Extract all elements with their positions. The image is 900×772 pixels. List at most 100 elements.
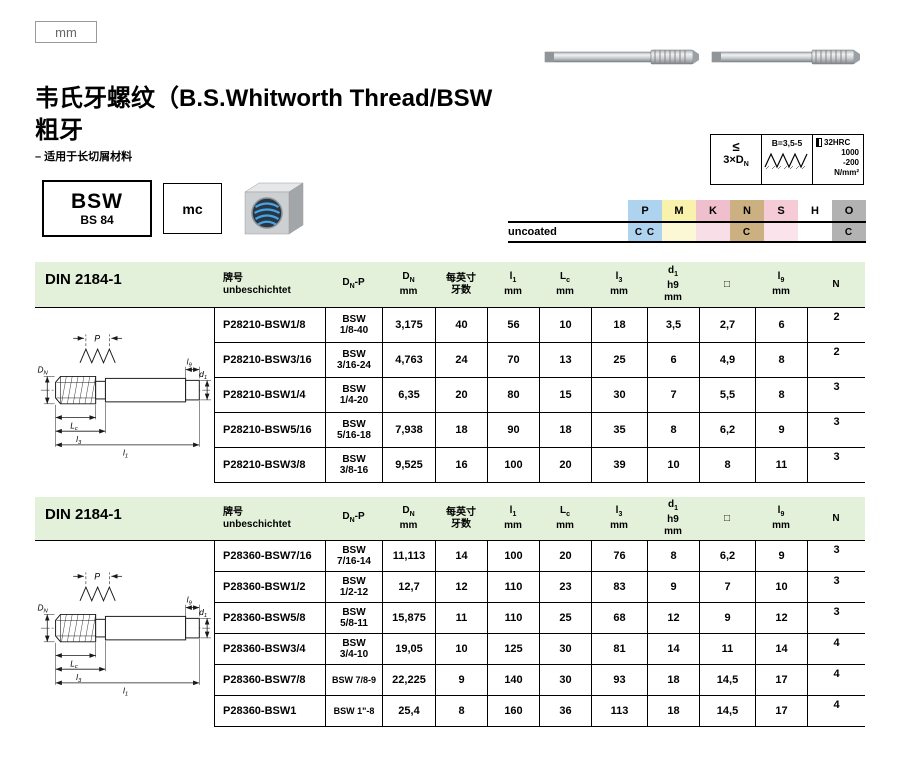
material-hardness-spec: 32HRC 1000 -200 N/mm² xyxy=(812,134,864,185)
value-cell: 11 xyxy=(699,634,755,664)
value-cell: 93 xyxy=(591,665,647,695)
table-title: DIN 2184-1 xyxy=(45,506,122,523)
thread-profile-icon xyxy=(764,152,808,170)
column-header: N xyxy=(832,512,840,524)
material-mark-N: C xyxy=(730,223,764,241)
part-number-cell: P28210-BSW3/16 xyxy=(223,354,312,366)
value-cell: 20 xyxy=(539,448,591,482)
value-cell: 18 xyxy=(647,696,699,726)
depth-value: 3×DN xyxy=(723,154,749,169)
value-cell: 10 xyxy=(755,572,807,602)
value-cell: 10 xyxy=(435,634,487,664)
value-cell: 110 xyxy=(487,603,539,633)
unit-badge: mm xyxy=(35,21,97,43)
hardness-icon xyxy=(816,138,822,147)
part-number-cell: P28360-BSW1/2 xyxy=(223,581,306,593)
value-cell: 12,7 xyxy=(382,572,435,602)
value-cell: 8 xyxy=(647,413,699,447)
material-mark-K xyxy=(696,223,730,241)
value-cell: 9 xyxy=(435,665,487,695)
value-cell: 15 xyxy=(539,378,591,412)
value-cell: 12 xyxy=(647,603,699,633)
material-mark-S xyxy=(764,223,798,241)
value-cell: 3,175 xyxy=(382,308,435,342)
n-value-cell: 3 xyxy=(807,378,865,412)
value-cell: 7 xyxy=(699,572,755,602)
standard-code: BS 84 xyxy=(80,213,114,228)
value-cell: 7,938 xyxy=(382,413,435,447)
type-label: mc xyxy=(182,200,203,217)
type-badge: mc xyxy=(163,183,222,234)
material-group-O: O xyxy=(832,200,866,221)
value-cell: 8 xyxy=(699,448,755,482)
page-title: 韦氏牙螺纹（B.S.Whitworth Thread/BSW xyxy=(35,85,493,112)
table-title: DIN 2184-1 xyxy=(45,271,122,288)
thread-size-cell: BSW 7/8-9 xyxy=(325,665,382,695)
value-cell: 9 xyxy=(755,541,807,571)
value-cell: 14,5 xyxy=(699,696,755,726)
value-cell: 76 xyxy=(591,541,647,571)
column-header: □ xyxy=(723,278,731,290)
value-cell: 80 xyxy=(487,378,539,412)
value-cell: 125 xyxy=(487,634,539,664)
value-cell: 25 xyxy=(591,343,647,377)
thread-size-cell: BSW 1"-8 xyxy=(325,696,382,726)
value-cell: 9 xyxy=(647,572,699,602)
threaded-hole-icon xyxy=(244,182,304,235)
value-cell: 140 xyxy=(487,665,539,695)
column-header: N xyxy=(832,278,840,290)
value-cell: 14,5 xyxy=(699,665,755,695)
value-cell: 8 xyxy=(755,378,807,412)
column-header: 每英寸牙数 xyxy=(446,272,476,296)
value-cell: 5,5 xyxy=(699,378,755,412)
standard-name: BSW xyxy=(71,189,123,213)
hardness-value: 32HRC xyxy=(824,138,851,147)
value-cell: 17 xyxy=(755,696,807,726)
value-cell: 18 xyxy=(539,413,591,447)
value-cell: 9 xyxy=(755,413,807,447)
technical-drawing xyxy=(35,541,215,727)
value-cell: 56 xyxy=(487,308,539,342)
value-cell: 24 xyxy=(435,343,487,377)
value-cell: 4,9 xyxy=(699,343,755,377)
value-cell: 18 xyxy=(435,413,487,447)
value-cell: 6,35 xyxy=(382,378,435,412)
value-cell: 10 xyxy=(647,448,699,482)
column-header: □ xyxy=(723,512,731,524)
value-cell: 8 xyxy=(755,343,807,377)
value-cell: 18 xyxy=(591,308,647,342)
value-cell: 9 xyxy=(699,603,755,633)
thread-depth-spec: ≤ 3×DN xyxy=(710,134,762,185)
chamfer-label: B=3,5-5 xyxy=(771,138,803,148)
n-value-cell: 3 xyxy=(807,448,865,482)
value-cell: 14 xyxy=(435,541,487,571)
value-cell: 70 xyxy=(487,343,539,377)
material-group-M: M xyxy=(662,200,696,221)
tensile-strength: 1000 -200 N/mm² xyxy=(834,148,859,177)
unit-label: mm xyxy=(55,24,77,40)
n-value-cell: 4 xyxy=(807,696,865,726)
